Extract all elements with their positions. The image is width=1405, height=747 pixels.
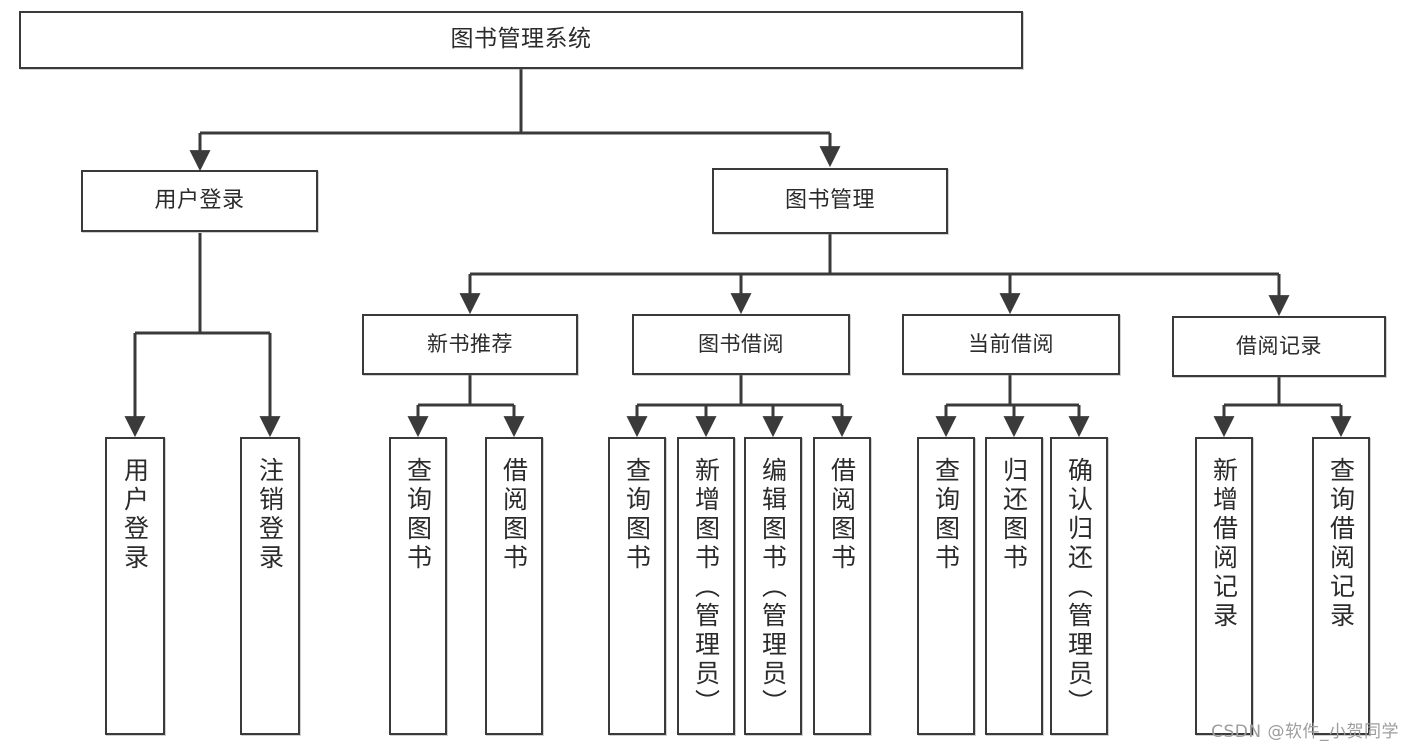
- node-leaf-user-login-login[interactable]: 用户登录: [105, 437, 165, 735]
- node-current-borrow[interactable]: 当前借阅: [902, 314, 1120, 375]
- node-label: 归还图书: [999, 457, 1029, 573]
- node-label: 借阅图书: [499, 457, 529, 573]
- node-leaf-book-borrow-add[interactable]: 新增图书（管理员）: [677, 437, 735, 735]
- node-label: 借阅图书: [827, 457, 857, 573]
- node-leaf-borrow-record-add[interactable]: 新增借阅记录: [1195, 437, 1253, 735]
- node-label: 图书管理系统: [450, 26, 592, 53]
- node-label: 新书推荐: [427, 332, 513, 357]
- node-label: 当前借阅: [968, 332, 1054, 357]
- node-label: 查询借阅记录: [1326, 457, 1356, 631]
- node-leaf-book-borrow-edit[interactable]: 编辑图书（管理员）: [744, 437, 802, 735]
- node-leaf-new-book-query[interactable]: 查询图书: [389, 437, 447, 735]
- node-root-book-management-system[interactable]: 图书管理系统: [19, 11, 1023, 69]
- node-label: 借阅记录: [1236, 334, 1322, 359]
- node-label: 新增借阅记录: [1209, 457, 1239, 631]
- node-leaf-current-borrow-query[interactable]: 查询图书: [917, 437, 975, 735]
- node-leaf-book-borrow-query[interactable]: 查询图书: [608, 437, 666, 735]
- node-book-borrow[interactable]: 图书借阅: [632, 314, 850, 375]
- node-label: 图书管理: [784, 188, 875, 214]
- node-leaf-current-borrow-confirm-return[interactable]: 确认归还（管理员）: [1050, 437, 1108, 735]
- node-label: 编辑图书（管理员）: [758, 457, 788, 718]
- node-leaf-borrow-record-query[interactable]: 查询借阅记录: [1312, 437, 1370, 735]
- node-label: 图书借阅: [698, 332, 784, 357]
- node-label: 查询图书: [622, 457, 652, 573]
- node-label: 查询图书: [403, 457, 433, 573]
- node-leaf-user-login-logout[interactable]: 注销登录: [240, 437, 300, 735]
- node-book-management[interactable]: 图书管理: [712, 168, 948, 234]
- node-label: 用户登录: [120, 457, 150, 573]
- node-user-login[interactable]: 用户登录: [81, 170, 318, 232]
- node-label: 确认归还（管理员）: [1064, 457, 1094, 718]
- node-borrow-record[interactable]: 借阅记录: [1172, 316, 1386, 377]
- node-leaf-book-borrow-borrow[interactable]: 借阅图书: [813, 437, 871, 735]
- watermark: CSDN @软件_小贺同学: [1211, 722, 1399, 742]
- node-new-book-recommend[interactable]: 新书推荐: [362, 314, 578, 375]
- node-label: 注销登录: [255, 457, 285, 573]
- node-label: 查询图书: [931, 457, 961, 573]
- node-leaf-current-borrow-return[interactable]: 归还图书: [985, 437, 1043, 735]
- node-label: 用户登录: [154, 188, 245, 214]
- node-leaf-new-book-borrow[interactable]: 借阅图书: [485, 437, 543, 735]
- node-label: 新增图书（管理员）: [691, 457, 721, 718]
